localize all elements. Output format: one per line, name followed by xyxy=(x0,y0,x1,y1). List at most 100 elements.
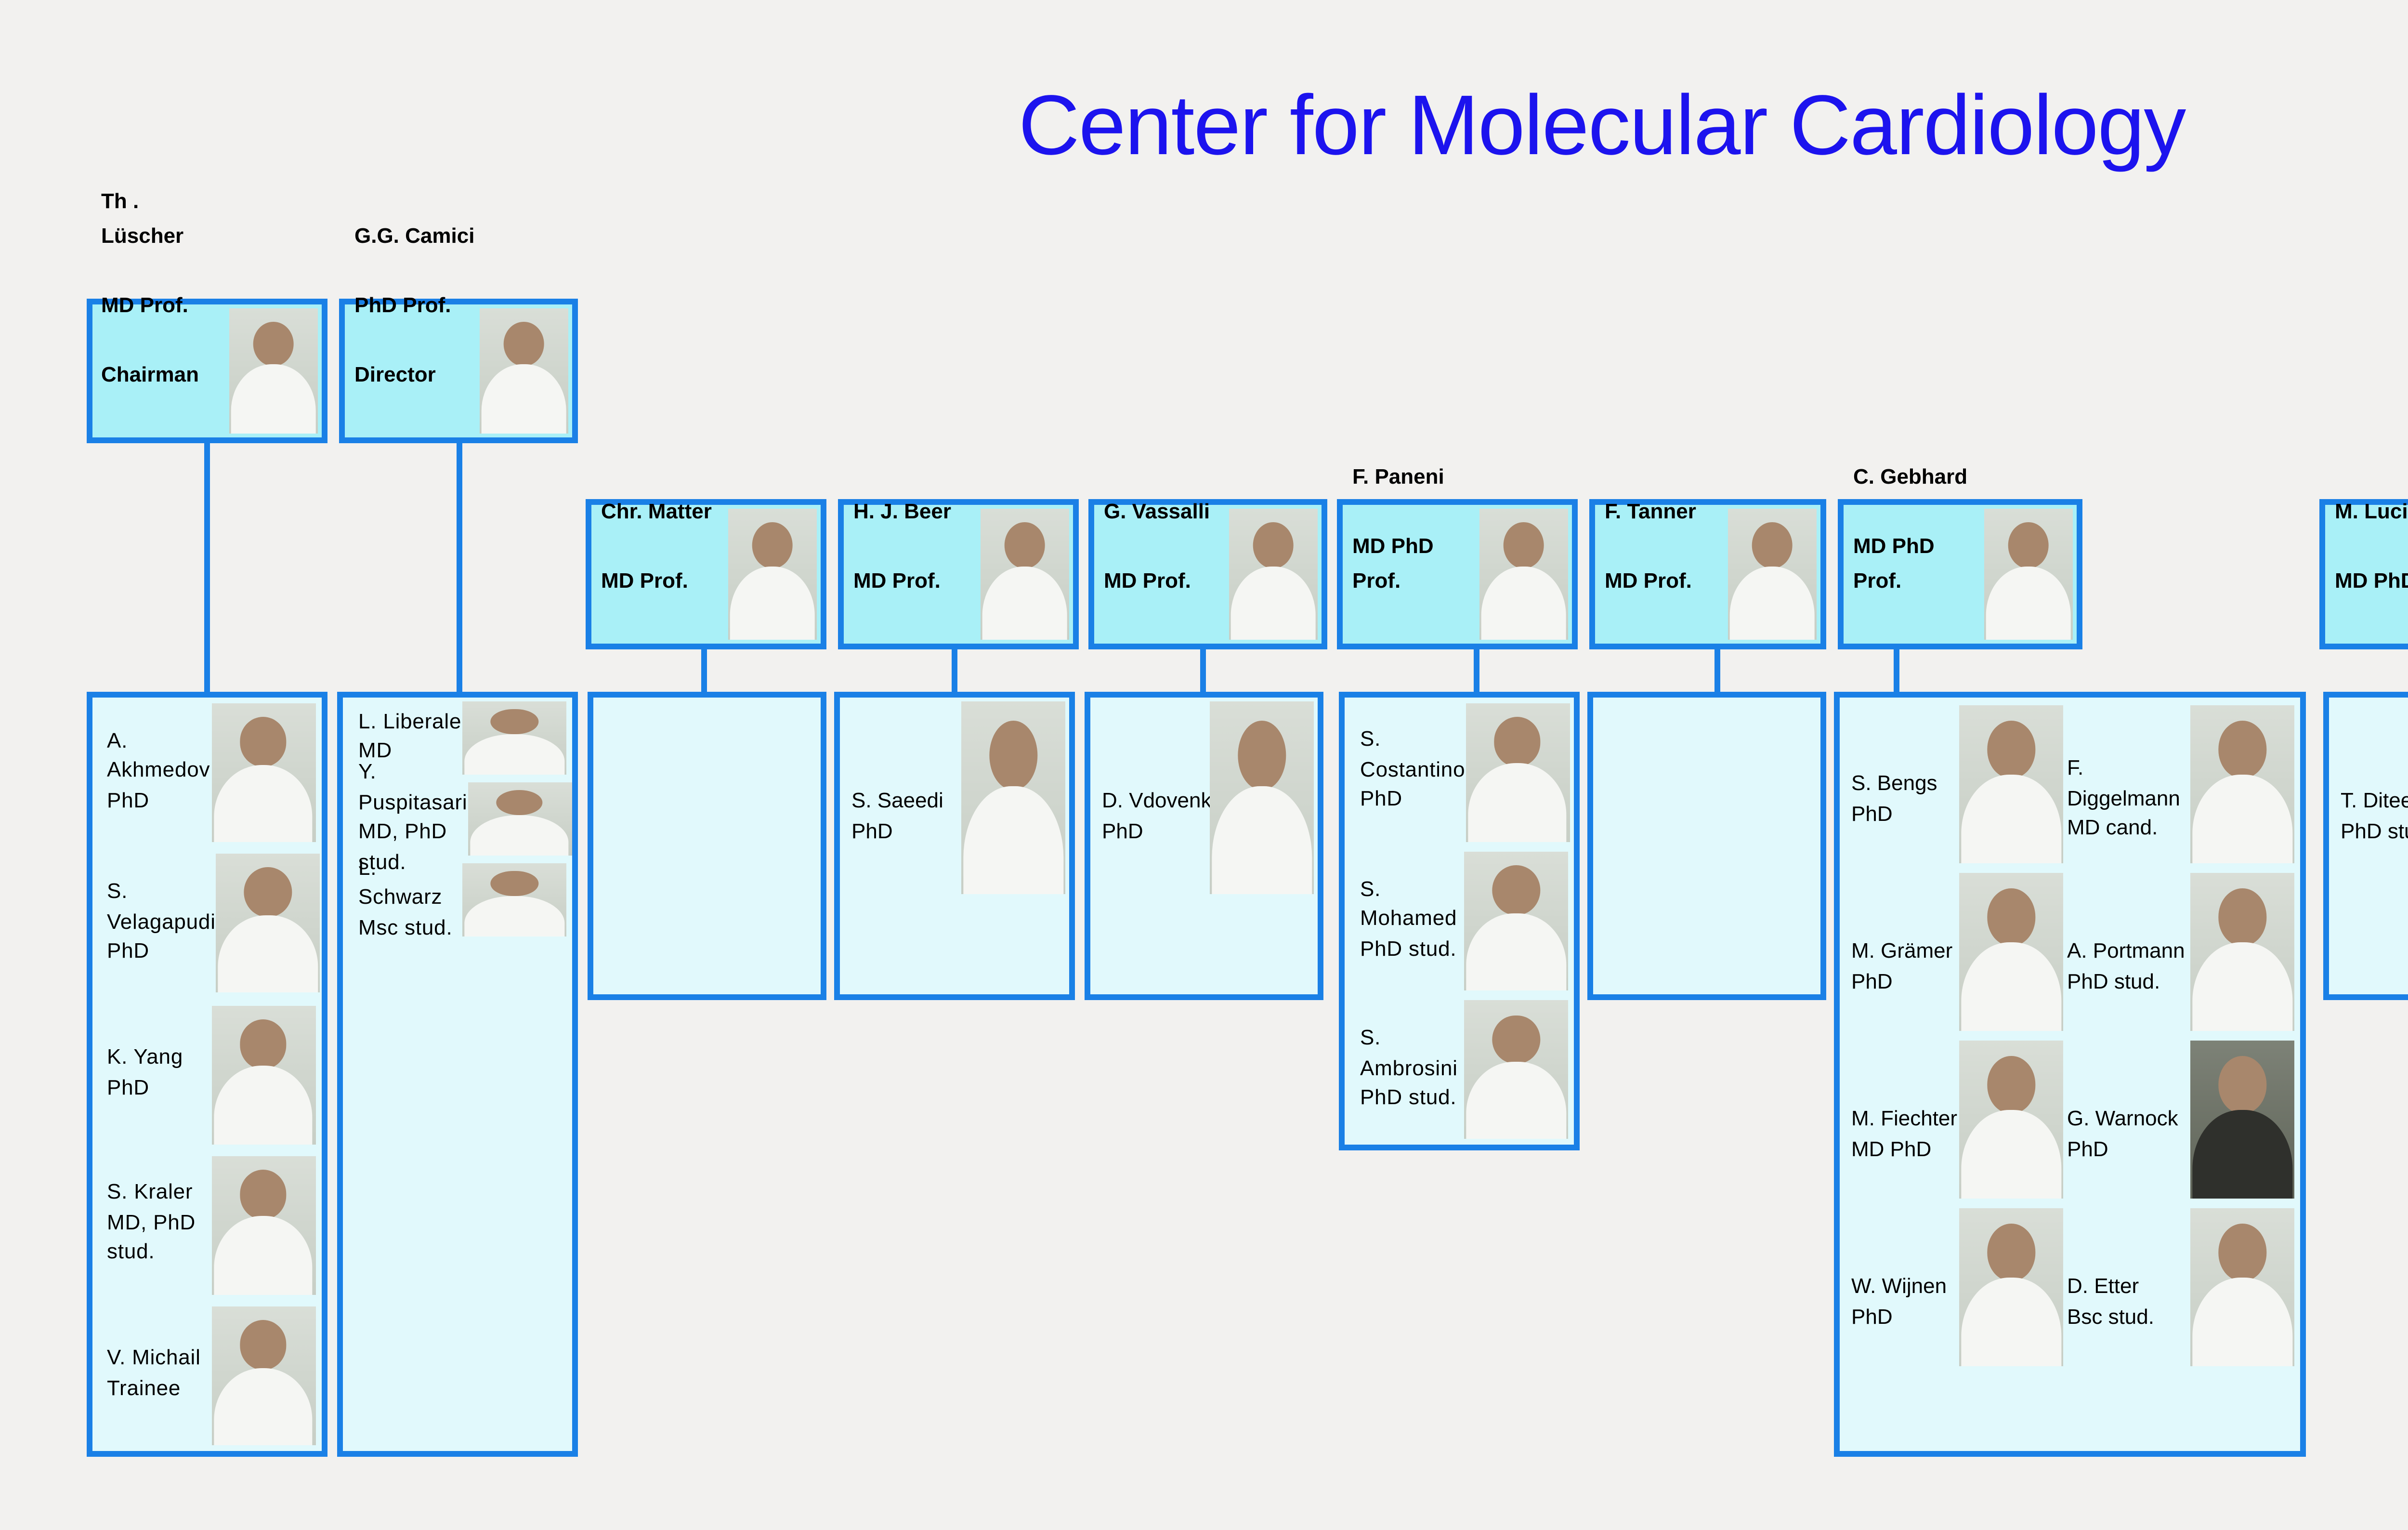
person-degree: PhD xyxy=(1851,1306,1893,1329)
person-degree: PhD xyxy=(107,790,149,813)
person-degree: PhD stud. xyxy=(1360,937,1457,961)
photo-wijnen xyxy=(1959,1208,2063,1366)
person-name: S. Costantino xyxy=(1360,729,1466,782)
connector-paneni-team xyxy=(1474,649,1479,694)
leader-luscher-label: Th . Lüscher MD Prof. Chairman xyxy=(101,150,224,428)
person-degree: PhD xyxy=(107,940,149,964)
person-name: M. Grämer xyxy=(1851,940,1953,963)
team-box-luciani: T. Diteepeng PhD stud. xyxy=(2323,692,2408,1000)
connector-beer-team xyxy=(952,649,956,694)
pi-box-matter: Chr. Matter MD Prof. xyxy=(586,499,826,649)
person-name: T. Diteepeng xyxy=(2341,790,2408,813)
person-degree: MD, PhD stud. xyxy=(358,821,447,874)
person-name: L. Liberale xyxy=(358,710,462,733)
photo-costantino xyxy=(1465,702,1570,842)
team-box-matter xyxy=(588,692,826,1000)
photo-bengs xyxy=(1959,705,2063,863)
person-name: C. Gebhard xyxy=(1853,466,1968,489)
pi-box-paneni: F. Paneni MD PhD Prof. xyxy=(1337,466,1578,649)
pi-luciani-label: M. Luciani MD PhD xyxy=(2335,461,2408,634)
leader-box-luscher: Th . Lüscher MD Prof. Chairman xyxy=(86,191,327,443)
person-role: Director xyxy=(354,364,436,387)
photo-vdovenko xyxy=(1210,701,1314,894)
photo-paneni xyxy=(1479,509,1568,640)
photo-etter xyxy=(2190,1208,2294,1366)
person-degree: PhD xyxy=(1102,821,1143,844)
person-name: Y. Puspitasari xyxy=(358,761,468,814)
person-degree: MD Prof. xyxy=(601,570,688,594)
pi-matter-label: Chr. Matter MD Prof. xyxy=(601,461,724,634)
photo-warnock xyxy=(2190,1041,2294,1199)
person-name: S. Kraler xyxy=(107,1182,193,1205)
photo-luscher xyxy=(228,308,317,434)
team-member-label: M. Fiechter MD PhD xyxy=(1847,1106,1959,1166)
person-name: M. Luciani xyxy=(2335,501,2408,524)
photo-akhmedov xyxy=(211,703,315,843)
person-role: Chairman xyxy=(101,364,199,387)
person-name: S. Ambrosini xyxy=(1360,1027,1458,1081)
team-box-tanner xyxy=(1587,692,1826,1000)
pi-paneni-label: F. Paneni MD PhD Prof. xyxy=(1352,426,1476,634)
team-member-label: S. Saeedi PhD xyxy=(851,786,979,848)
photo-liberale xyxy=(462,701,566,775)
photo-mohamed xyxy=(1464,851,1568,990)
pi-beer-label: H. J. Beer MD Prof. xyxy=(853,461,977,634)
photo-portmann xyxy=(2190,873,2294,1031)
person-name: Th . Lüscher xyxy=(101,191,184,249)
person-name: G.G. Camici xyxy=(354,225,475,249)
photo-saeedi xyxy=(961,701,1065,894)
connector-tanner-team xyxy=(1714,649,1719,694)
photo-gramer xyxy=(1959,873,2063,1031)
person-degree: PhD stud. xyxy=(2341,821,2408,844)
person-name: V. Michail xyxy=(107,1347,201,1371)
photo-matter xyxy=(728,509,817,640)
pi-gebhard-label: C. Gebhard MD PhD Prof. xyxy=(1853,426,1980,634)
person-degree: MD PhD xyxy=(1851,1138,1932,1161)
connector-vassalli-team xyxy=(1200,649,1205,694)
photo-fiechter xyxy=(1959,1041,2063,1199)
person-degree: PhD xyxy=(851,821,893,844)
team-box-beer: S. Saeedi PhD xyxy=(834,692,1075,1000)
person-name: M. Fiechter xyxy=(1851,1108,1958,1131)
pi-box-luciani: M. Luciani MD PhD xyxy=(2319,499,2408,649)
person-degree: PhD xyxy=(1851,803,1893,826)
person-name: S. Mohamed xyxy=(1360,878,1457,931)
person-degree: Msc stud. xyxy=(358,917,453,940)
person-name: G. Warnock xyxy=(2067,1108,2178,1131)
person-name: F. Diggelmann xyxy=(2067,758,2180,811)
person-name: G. Vassalli xyxy=(1104,501,1210,524)
person-name: F. Paneni xyxy=(1352,466,1444,489)
photo-schwarz xyxy=(462,863,566,936)
photo-michail xyxy=(211,1306,315,1445)
person-degree: MD, PhD stud. xyxy=(107,1212,196,1265)
page-title: Center for Molecular Cardiology xyxy=(1018,79,2186,173)
connector-camici-team xyxy=(457,443,461,692)
photo-tanner xyxy=(1728,509,1817,640)
person-name: D. Vdovenko xyxy=(1102,790,1223,813)
connector-luscher-team xyxy=(204,443,209,692)
person-name: A. Portmann xyxy=(2067,940,2185,963)
person-degree: MD Prof. xyxy=(101,295,188,318)
person-name: Chr. Matter xyxy=(601,501,712,524)
person-degree: PhD stud. xyxy=(1360,1087,1457,1110)
pi-box-vassalli: G. Vassalli MD Prof. xyxy=(1088,499,1327,649)
photo-diggelmann xyxy=(2190,705,2294,863)
person-name: H. J. Beer xyxy=(853,501,951,524)
